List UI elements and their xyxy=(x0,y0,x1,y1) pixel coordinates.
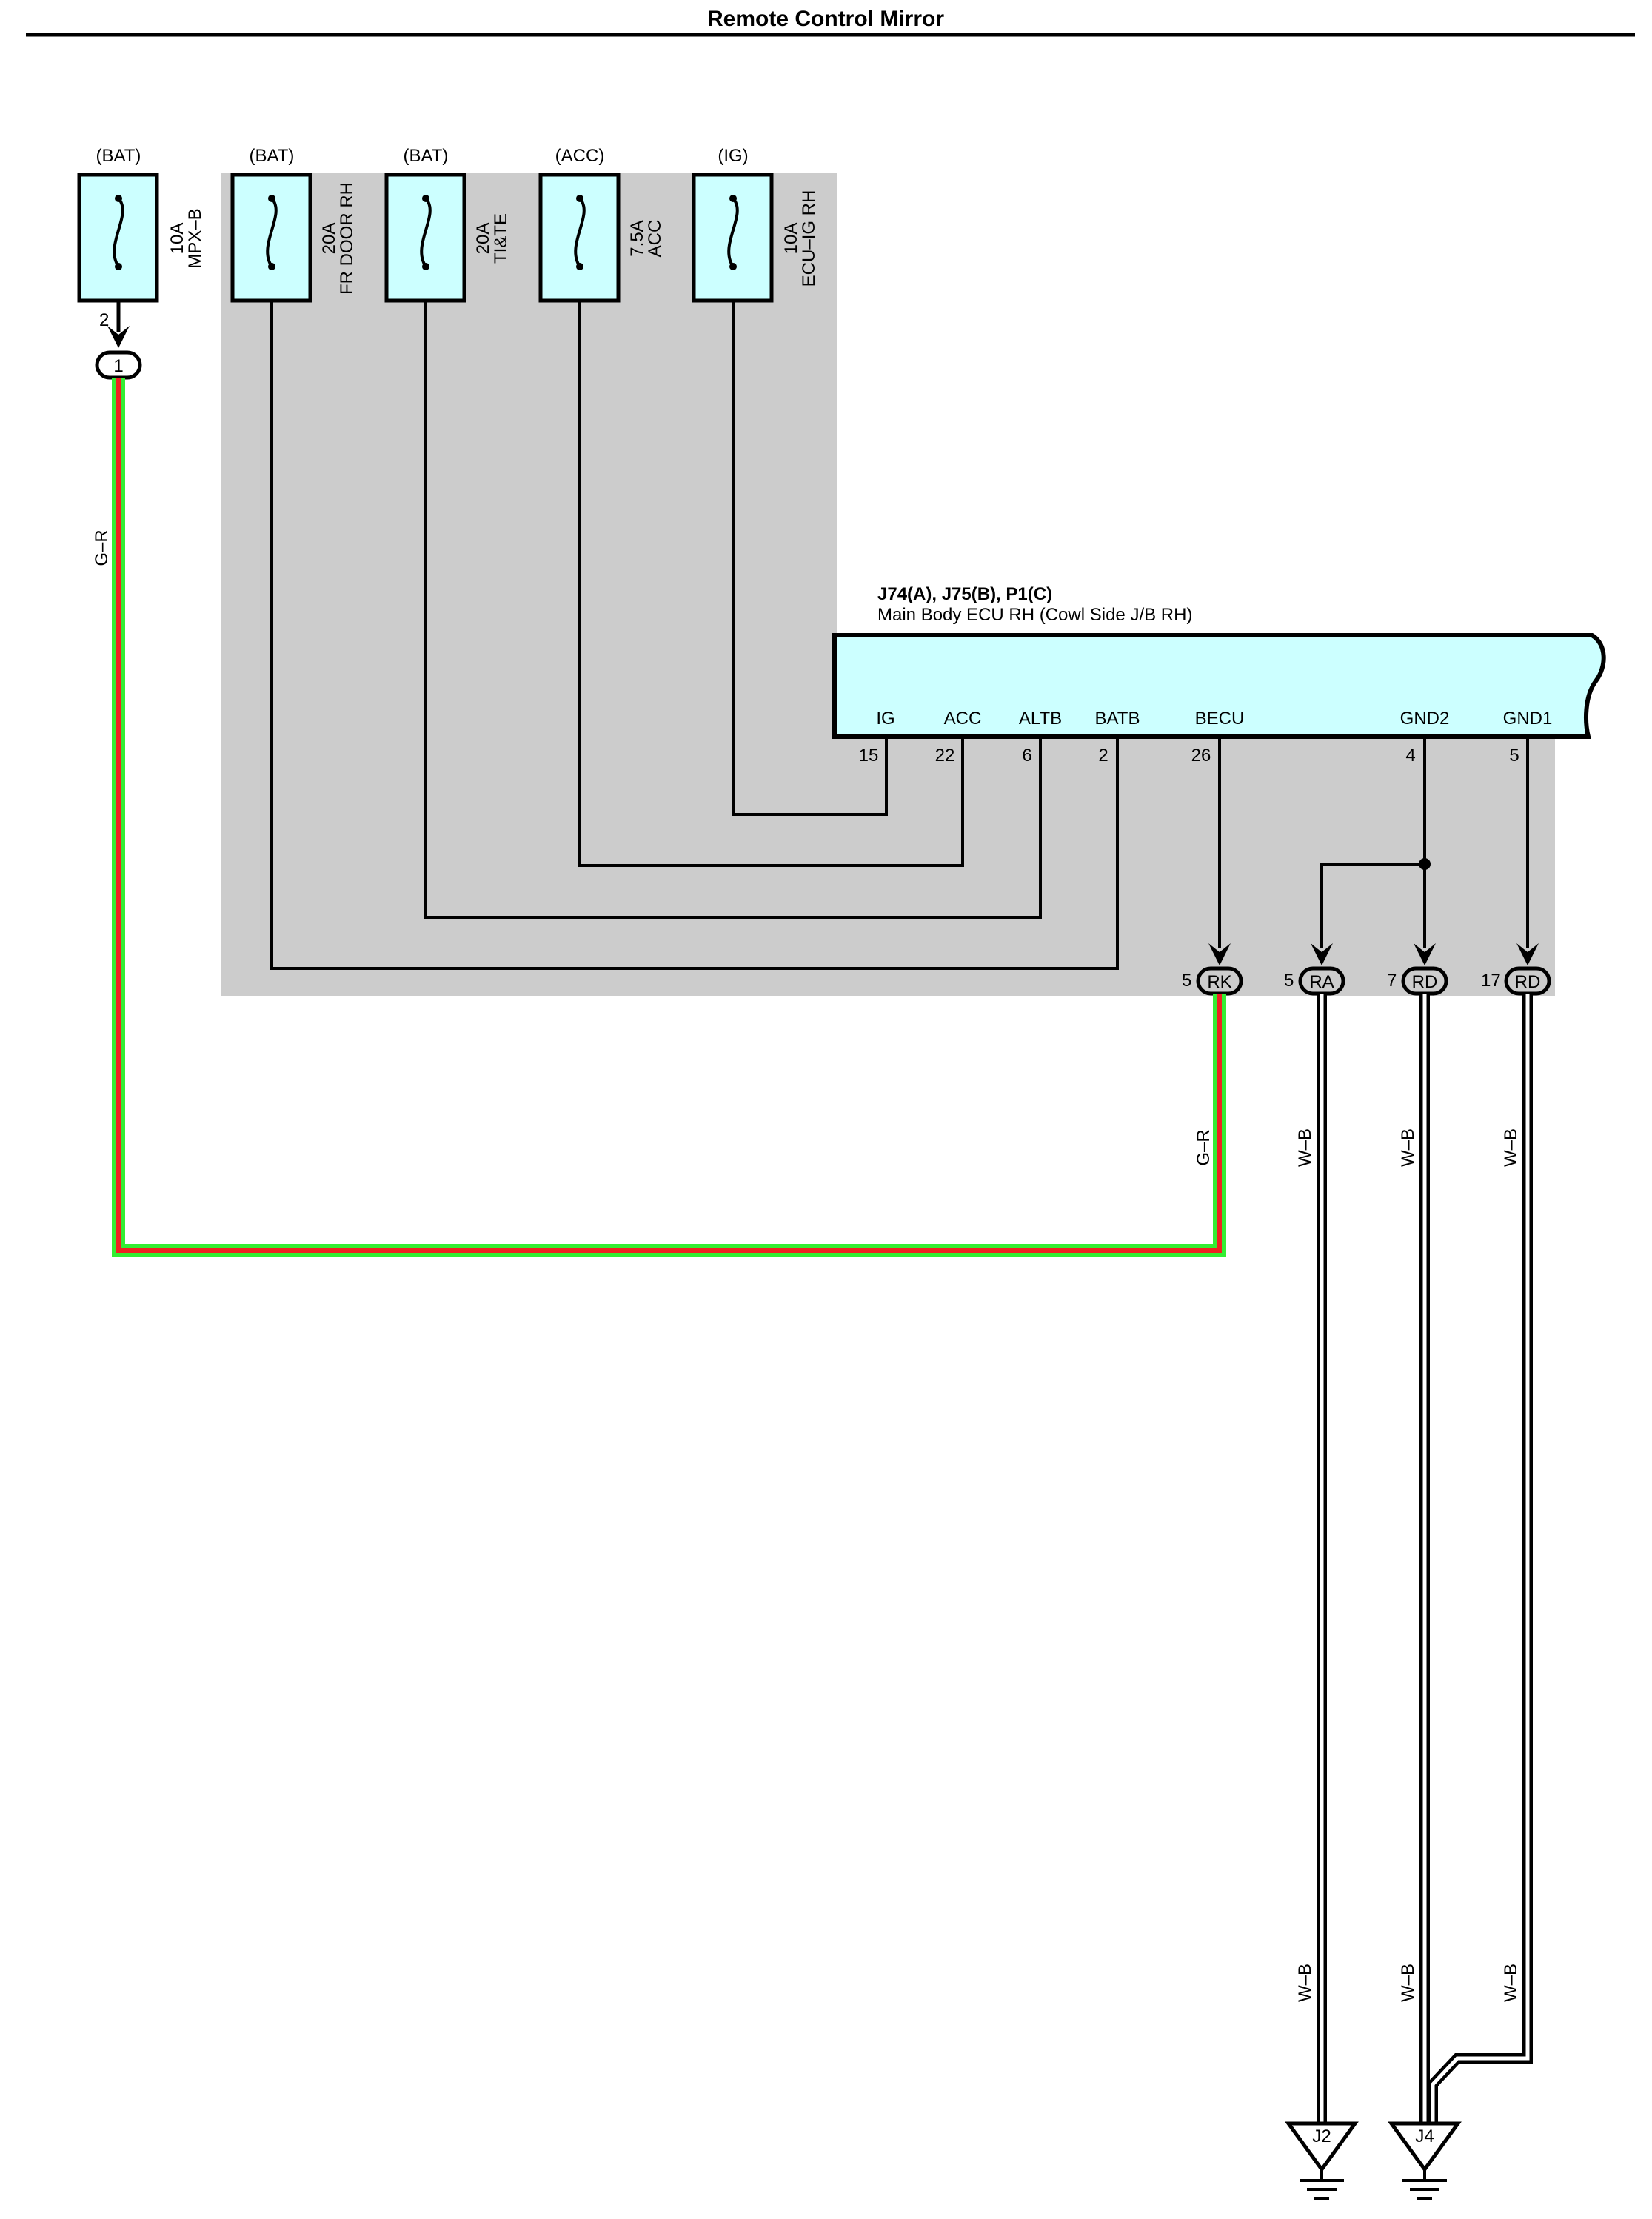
fuse-label-ti-te: 20A TI&TE xyxy=(473,213,511,264)
wire-color-label: W–B xyxy=(1501,1128,1521,1167)
fuse-source-label: (BAT) xyxy=(404,146,449,166)
svg-text:J2: J2 xyxy=(1312,2126,1331,2146)
terminal-ig: IG xyxy=(876,709,894,729)
svg-text:7.5A: 7.5A xyxy=(627,220,647,256)
ecu-name: Main Body ECU RH (Cowl Side J/B RH) xyxy=(877,605,1192,625)
pin-gnd1: 5 xyxy=(1509,746,1519,766)
fuse-source-label: (BAT) xyxy=(96,146,141,166)
svg-text:RK: RK xyxy=(1207,972,1231,992)
fuse-label-fr-door-rh: 20A FR DOOR RH xyxy=(319,182,357,295)
fuse-label-mpx-b: 10A MPX–B xyxy=(167,208,205,268)
fuse-acc xyxy=(538,173,621,303)
svg-text:17: 17 xyxy=(1481,971,1501,991)
wire-color-label: G–R xyxy=(1194,1129,1214,1165)
ecu-connectors: J74(A), J75(B), P1(C) xyxy=(877,584,1052,604)
wire-color-label: W–B xyxy=(1398,1128,1418,1167)
svg-text:RA: RA xyxy=(1309,972,1334,992)
fuse-source-label: (IG) xyxy=(718,146,748,166)
svg-text:5: 5 xyxy=(1182,971,1191,991)
svg-text:ACC: ACC xyxy=(645,220,665,258)
fuse-mpx-b xyxy=(77,173,159,303)
wire-gr-outer xyxy=(112,378,1226,1257)
svg-text:20A: 20A xyxy=(319,223,339,255)
wire-altb xyxy=(424,301,1042,919)
pin-batb: 2 xyxy=(1098,746,1108,766)
terminal-becu: BECU xyxy=(1195,709,1245,729)
terminal-gnd1: GND1 xyxy=(1503,709,1553,729)
arrow-icon xyxy=(1208,943,1231,965)
pin-ig: 15 xyxy=(859,746,879,766)
ground-j4: J4 xyxy=(1388,2121,1462,2200)
svg-text:7: 7 xyxy=(1387,971,1397,991)
diagram-title: Remote Control Mirror xyxy=(707,7,944,31)
fuse-source-label: (BAT) xyxy=(250,146,295,166)
svg-text:TI&TE: TI&TE xyxy=(491,213,511,264)
wire-batb xyxy=(270,301,1119,970)
wire-wb-rd17 xyxy=(1428,994,1533,2132)
fuse-fr-door-rh xyxy=(230,173,312,303)
connector-1-label: 1 xyxy=(113,356,123,376)
svg-text:5: 5 xyxy=(1284,971,1294,991)
wire-ig xyxy=(732,301,888,816)
pin-gnd2: 4 xyxy=(1405,746,1415,766)
fuse-source-label: (ACC) xyxy=(555,146,605,166)
junction-rk: 5 RK xyxy=(1182,966,1243,996)
fuse-label-ecu-ig-rh: 10A ECU–IG RH xyxy=(781,190,819,287)
junction-rd-7: 7 RD xyxy=(1387,966,1448,996)
svg-text:10A: 10A xyxy=(167,223,187,255)
arrow-icon xyxy=(107,326,130,348)
svg-text:FR DOOR RH: FR DOOR RH xyxy=(337,182,357,295)
fuse-ti-te xyxy=(384,173,466,303)
svg-text:J4: J4 xyxy=(1415,2126,1434,2146)
wire-color-label: W–B xyxy=(1295,1128,1315,1167)
fuse-label-acc: 7.5A ACC xyxy=(627,220,665,258)
splice-point xyxy=(1419,858,1431,870)
wire-color-label: G–R xyxy=(92,529,112,566)
svg-text:10A: 10A xyxy=(781,223,801,255)
svg-text:RD: RD xyxy=(1515,972,1541,992)
fuse-pin-label: 2 xyxy=(99,310,109,330)
wire-acc xyxy=(578,301,964,867)
wire-gr-tracer xyxy=(116,378,1222,1253)
junction-rd-17: 17 RD xyxy=(1481,966,1551,996)
wire-color-label: W–B xyxy=(1295,1964,1315,2002)
terminal-acc: ACC xyxy=(944,709,982,729)
arrow-icon xyxy=(1516,943,1539,965)
junction-ra: 5 RA xyxy=(1284,966,1345,996)
arrow-icon xyxy=(1414,943,1436,965)
wire-color-label: W–B xyxy=(1398,1964,1418,2002)
ground-j2: J2 xyxy=(1285,2121,1359,2200)
pin-altb: 6 xyxy=(1022,746,1031,766)
terminal-altb: ALTB xyxy=(1019,709,1062,729)
pin-acc: 22 xyxy=(935,746,955,766)
terminal-batb: BATB xyxy=(1095,709,1140,729)
wire-color-label: W–B xyxy=(1501,1964,1521,2002)
arrow-icon xyxy=(1311,943,1333,965)
svg-text:ECU–IG RH: ECU–IG RH xyxy=(799,190,819,287)
pin-becu: 26 xyxy=(1191,746,1211,766)
svg-text:20A: 20A xyxy=(473,223,493,255)
svg-text:RD: RD xyxy=(1412,972,1438,992)
terminal-gnd2: GND2 xyxy=(1400,709,1450,729)
junction-block-zone xyxy=(221,173,1555,996)
fuse-ecu-ig-rh xyxy=(692,173,774,303)
wire-gr-inner xyxy=(121,378,1217,1248)
wire-gnd2-branch xyxy=(1320,863,1425,948)
ecu-body xyxy=(832,633,1606,739)
svg-text:MPX–B: MPX–B xyxy=(185,208,205,268)
